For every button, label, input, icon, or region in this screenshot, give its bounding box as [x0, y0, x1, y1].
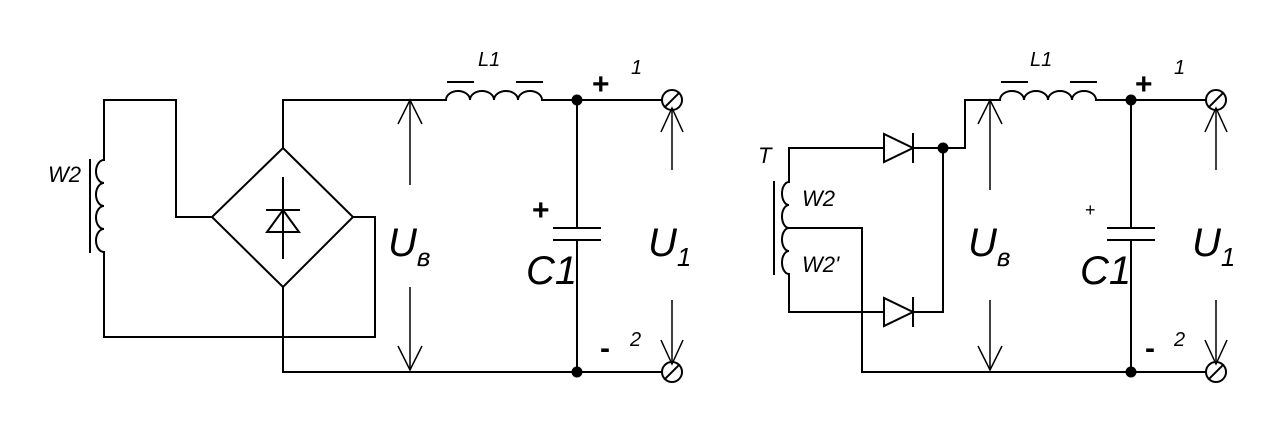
diode-top [788, 132, 944, 164]
voltage-symbol: U [968, 221, 998, 265]
minus-sign-output: - [600, 332, 610, 365]
terminal-label-2: 2 [629, 329, 641, 351]
right-circuit: L1 [758, 49, 1235, 383]
diode-bridge [210, 146, 355, 289]
voltage-subscript: 1 [677, 242, 691, 272]
capacitor-c1-right [1107, 99, 1155, 373]
inductor-l1-left [444, 81, 544, 102]
left-circuit: L1 [48, 49, 691, 383]
winding-label-left: W2 [48, 162, 81, 187]
junction-dot [1125, 366, 1137, 378]
wire-plus-rail [282, 99, 447, 149]
capacitor-label-right: C1 [1080, 249, 1131, 293]
winding-w2-left [89, 99, 106, 338]
rectified-voltage-label: Uв [968, 221, 1010, 272]
transformer-label: T [758, 143, 773, 168]
terminal-label-1: 1 [1174, 57, 1185, 79]
inductor-l1-right [998, 81, 1098, 102]
plus-sign-output: + [1135, 68, 1153, 101]
voltage-subscript: в [997, 242, 1011, 272]
output-voltage-label: U1 [1192, 221, 1235, 272]
rectified-voltage-label: Uв [388, 221, 430, 272]
voltage-symbol: U [1192, 221, 1222, 265]
junction-dot [571, 94, 583, 106]
voltage-arrow-rectified-right [977, 98, 1003, 372]
voltage-symbol: U [648, 221, 678, 265]
capacitor-plus-sign: + [532, 194, 550, 227]
capacitor-c1-left [553, 99, 601, 373]
junction-dot [1125, 94, 1137, 106]
voltage-arrow-rectified-left [397, 98, 423, 372]
voltage-arrow-output-left [660, 106, 684, 366]
plus-sign-output: + [592, 68, 610, 101]
terminal-label-2: 2 [1173, 329, 1185, 351]
voltage-symbol: U [388, 221, 418, 265]
winding-w2-right [773, 147, 863, 373]
voltage-subscript: в [417, 242, 431, 272]
voltage-arrow-output-right [1204, 106, 1228, 366]
output-voltage-label: U1 [648, 221, 691, 272]
voltage-subscript: 1 [1221, 242, 1235, 272]
terminal-label-1: 1 [631, 57, 642, 79]
winding-label-w2: W2 [802, 186, 835, 211]
capacitor-plus-sign: + [1085, 200, 1096, 220]
diode-bottom [788, 147, 944, 328]
inductor-label-left: L1 [478, 49, 500, 71]
minus-sign-output: - [1145, 332, 1155, 365]
wire-transformer-top [103, 99, 213, 218]
inductor-label-right: L1 [1030, 49, 1052, 71]
winding-label-w2-prime: W2' [802, 252, 840, 277]
capacitor-label-left: C1 [526, 249, 577, 293]
wire-minus-rail [282, 286, 663, 373]
wire-plus-rail-right [942, 99, 1001, 149]
wire-transformer-bottom [103, 216, 376, 338]
junction-dot [571, 366, 583, 378]
